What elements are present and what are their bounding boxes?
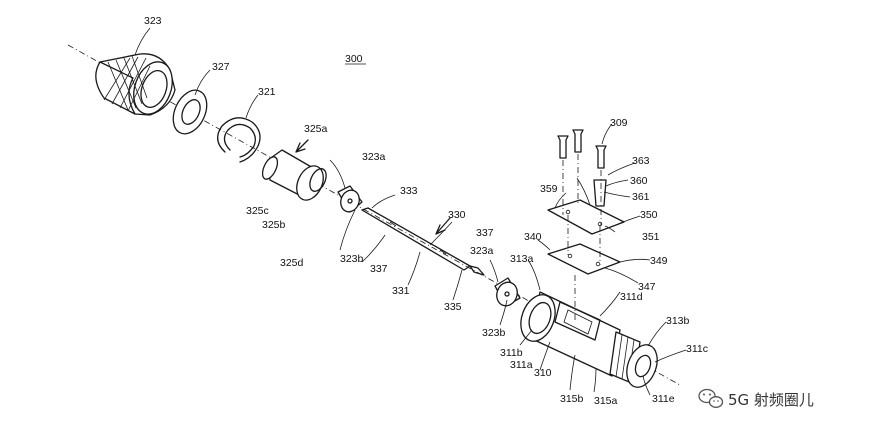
label-321: 321 xyxy=(258,86,276,98)
label-313a: 313a xyxy=(510,253,534,265)
label-310: 310 xyxy=(534,367,552,379)
upper-plate-350 xyxy=(547,199,625,235)
watermark-text: 5G 射频圈儿 xyxy=(728,391,814,409)
label-325b: 325b xyxy=(262,219,286,231)
knurled-nut-323 xyxy=(95,53,176,116)
label-325d: 325d xyxy=(280,257,304,269)
label-359: 359 xyxy=(540,183,558,195)
label-311c: 311c xyxy=(686,343,708,355)
label-351-a: 351 xyxy=(642,231,660,243)
leader-lines xyxy=(134,27,687,396)
label-313b: 313b xyxy=(666,315,690,327)
label-335: 335 xyxy=(444,301,462,313)
connector-body-310 xyxy=(520,291,658,388)
label-360: 360 xyxy=(630,175,648,187)
label-337-b: 337 xyxy=(370,263,388,275)
sleeve-325 xyxy=(261,149,327,201)
assembly-lines xyxy=(562,154,602,320)
label-333: 333 xyxy=(400,185,418,197)
label-325c: 325c xyxy=(246,205,269,217)
screws-309 xyxy=(557,129,607,207)
label-323a-bottom: 323a xyxy=(470,245,494,257)
label-349: 349 xyxy=(650,255,668,267)
washer-327 xyxy=(172,89,208,135)
label-347: 347 xyxy=(638,281,656,293)
label-323b-bottom: 323b xyxy=(482,327,506,339)
insulator-bead-top-323 xyxy=(337,185,363,213)
center-pin-330 xyxy=(361,207,485,276)
label-330: 330 xyxy=(448,209,466,221)
insulator-bead-bottom-323 xyxy=(494,277,521,307)
label-337-a: 337 xyxy=(476,227,494,239)
label-311a: 311a xyxy=(510,359,533,371)
label-323: 323 xyxy=(144,15,162,27)
label-331: 331 xyxy=(392,285,410,297)
label-363: 363 xyxy=(632,155,650,167)
label-315a: 315a xyxy=(594,395,618,407)
label-311d: 311d xyxy=(620,291,643,303)
label-361: 361 xyxy=(632,191,650,203)
arrow-330 xyxy=(435,217,451,235)
label-323a-top: 323a xyxy=(362,151,386,163)
label-323b-top: 323b xyxy=(340,253,364,265)
arrow-325a xyxy=(295,139,309,153)
split-ring-321 xyxy=(217,117,261,163)
label-311b: 311b xyxy=(500,347,523,359)
label-309: 309 xyxy=(610,117,628,129)
figure-number: 300 xyxy=(345,53,363,65)
watermark: 5G 射频圈儿 xyxy=(698,388,814,409)
label-327: 327 xyxy=(212,61,230,73)
label-315b: 315b xyxy=(560,393,584,405)
label-350: 350 xyxy=(640,209,658,221)
wechat-icon xyxy=(698,388,724,408)
label-311e: 311e xyxy=(652,393,675,405)
label-325a: 325a xyxy=(304,123,328,135)
label-340: 340 xyxy=(524,231,542,243)
